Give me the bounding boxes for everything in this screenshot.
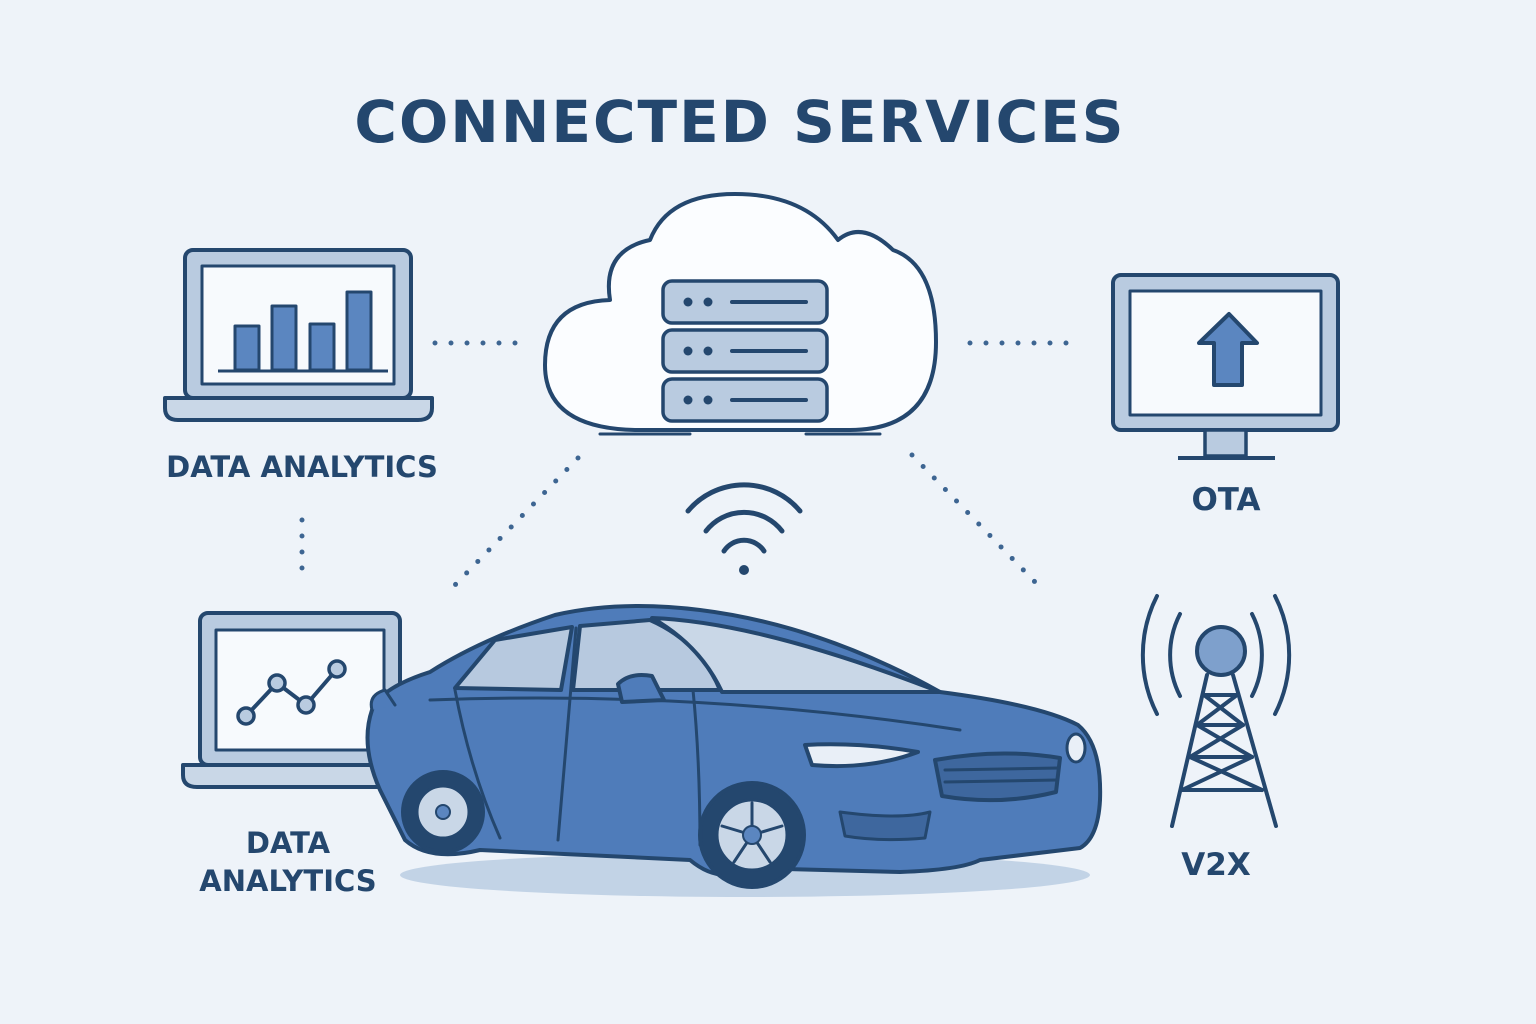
- car-rear-window: [453, 625, 574, 692]
- car-windshield: [650, 616, 942, 694]
- car-headlight: [803, 742, 920, 769]
- wifi-signal-icon: [685, 482, 803, 575]
- connector-lines: [299, 340, 1078, 588]
- ota-label: OTA: [1191, 482, 1260, 518]
- connected-car-icon: [365, 604, 1103, 897]
- upload-arrow-icon: [1197, 312, 1259, 387]
- cloud-server-icon: [543, 192, 938, 436]
- tower-antenna: [1195, 625, 1247, 677]
- v2x-label: V2X: [1181, 847, 1251, 883]
- monitor-upload-icon: [1111, 273, 1340, 460]
- car-front-wheel: [698, 781, 806, 889]
- page-title: CONNECTED SERVICES: [354, 88, 1125, 156]
- connector-cloud-v2x: [909, 452, 1038, 585]
- analytics-bottom-label-line2: ANALYTICS: [199, 864, 376, 898]
- car-rear-wheel: [401, 770, 485, 854]
- car-mirror: [616, 673, 666, 704]
- analytics-bottom-label-line1: DATA: [246, 826, 331, 860]
- laptop-bar-chart-icon: [163, 248, 434, 422]
- analytics-top-label: DATA ANALYTICS: [166, 450, 438, 484]
- cell-tower-icon: [1140, 594, 1292, 828]
- connector-cloud-car: [452, 455, 581, 588]
- laptop-line-chart-icon: [181, 611, 412, 789]
- car-grille: [933, 751, 1062, 803]
